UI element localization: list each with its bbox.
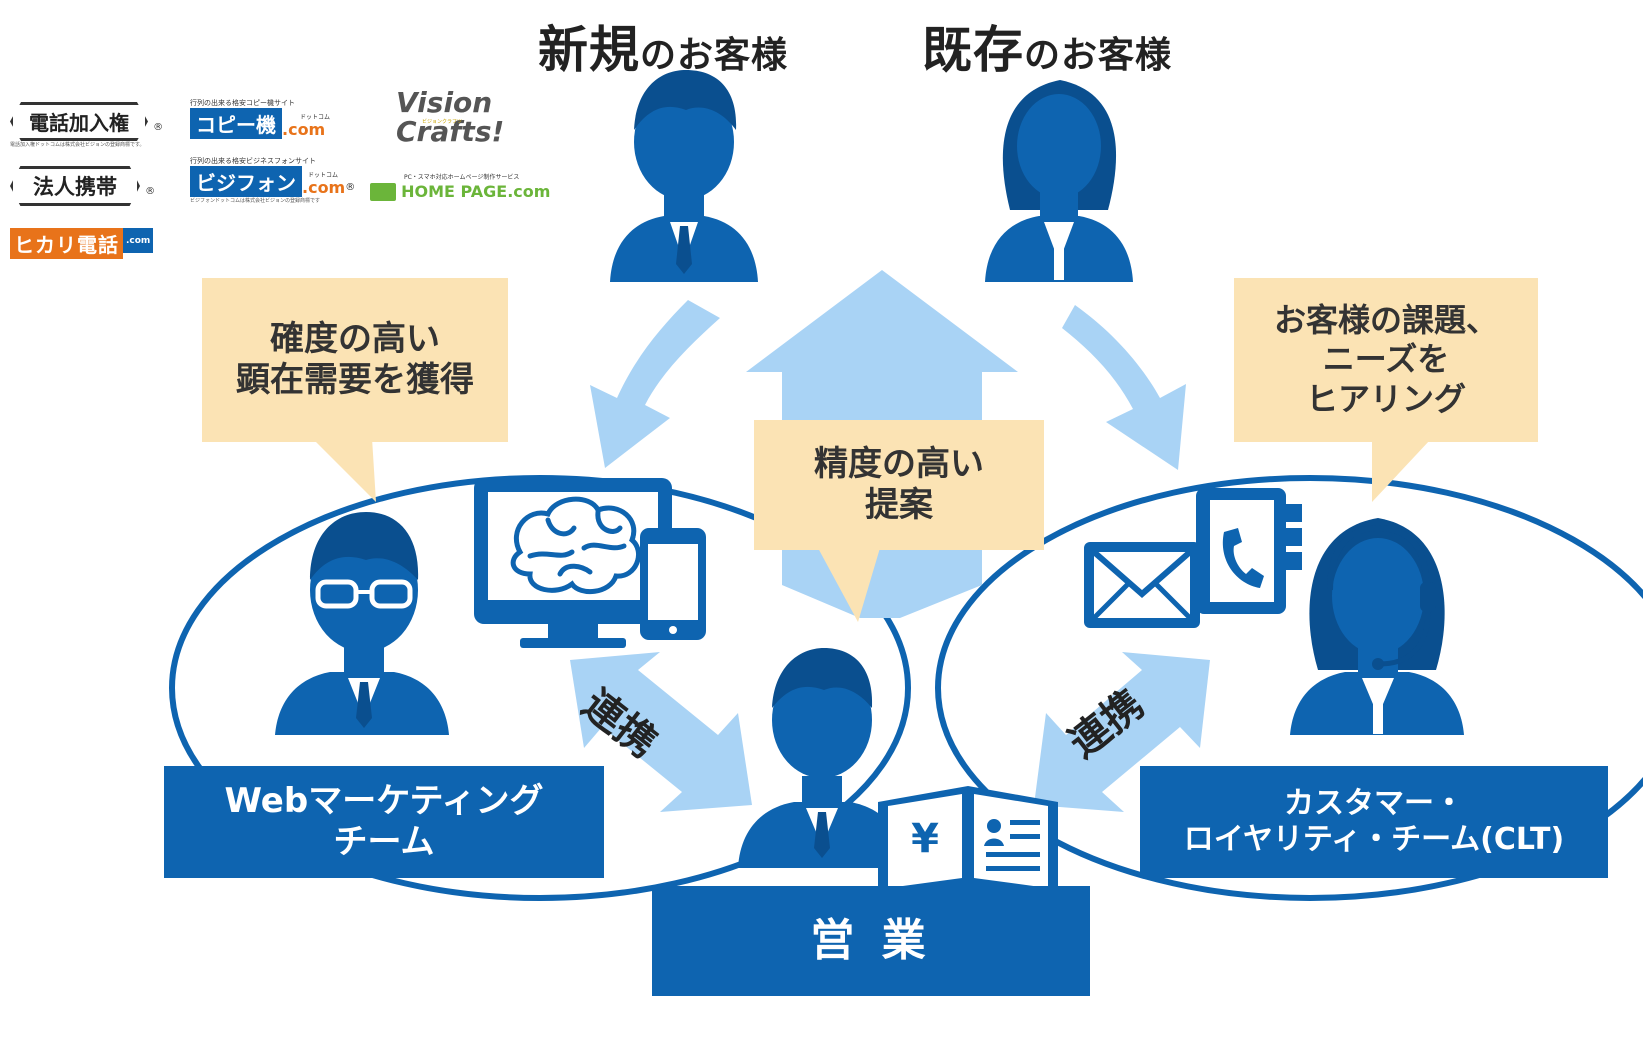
link-arrow-left — [570, 652, 752, 812]
new-customer-person-icon — [610, 70, 758, 282]
houjin-keitai-logo: 法人携帯 ® — [10, 166, 155, 206]
copy-machine-suffix: .com — [282, 120, 326, 139]
existing-customers-main: 既存 — [922, 21, 1024, 79]
monitor-logo-icon — [370, 182, 396, 201]
brain-icon — [510, 496, 642, 594]
bubble-right-line-3: ヒアリング — [1305, 379, 1466, 418]
existing-customer-person-icon — [985, 80, 1133, 282]
clt-team-label: カスタマー・ ロイヤリティ・チーム(CLT) — [1140, 766, 1608, 878]
svg-text:¥: ¥ — [911, 816, 939, 862]
bubble-right: お客様の課題、 ニーズを ヒアリング — [1234, 278, 1538, 442]
link-arrow-right — [1034, 652, 1210, 812]
bubble-center-line-1: 精度の高い — [814, 443, 984, 484]
bizphone-logo: 行列の出来る格安ビジネスフォンサイト ビジフォン.com® ドットコム ビジフォ… — [190, 157, 356, 204]
bubble-tail-left — [312, 438, 376, 502]
web-marketing-line-1: Webマーケティング — [224, 781, 544, 822]
operator-person-icon — [1290, 518, 1464, 735]
hikari-denwa-text: ヒカリ電話 — [10, 228, 123, 259]
open-book-icon: ¥ — [878, 786, 1058, 900]
sales-person-icon — [738, 648, 906, 868]
hikari-denwa-logo: ヒカリ電話.com — [10, 228, 154, 259]
copy-machine-ruby: ドットコム — [300, 114, 331, 121]
sales-text: 営 業 — [810, 914, 932, 966]
bubble-tail-center — [818, 548, 880, 622]
homepage-logo: PC・スマホ対応ホームページ制作サービス HOME PAGE.com — [370, 172, 550, 201]
bubble-center: 精度の高い 提案 — [754, 420, 1044, 550]
curved-arrow-left — [590, 300, 720, 468]
vision-crafts-logo: Vision Crafts! ビジョンクラフツ — [396, 88, 516, 147]
denwa-kanyuken-logo: 電話加入権 ® 電話加入権ドットコムは株式会社ビジョンの登録商標です。 — [10, 102, 163, 148]
existing-customers-title: 既存のお客様 — [922, 10, 1172, 82]
vision-crafts-text: Vision Crafts! — [396, 86, 505, 149]
bizphone-tagline: 行列の出来る格安ビジネスフォンサイト — [190, 157, 316, 165]
bubble-right-line-1: お客様の課題、 — [1273, 301, 1498, 340]
copy-machine-tagline: 行列の出来る格安コピー機サイト — [190, 99, 295, 107]
copy-machine-logo: 行列の出来る格安コピー機サイト コピー機.com ドットコム — [190, 98, 330, 139]
bizphone-ruby: ドットコム — [308, 172, 339, 179]
bubble-center-line-2: 提案 — [865, 485, 933, 525]
copy-machine-text: コピー機 — [190, 108, 282, 139]
sales-label: 営 業 — [652, 886, 1090, 996]
bubble-left-line-1: 確度の高い — [270, 318, 440, 359]
bubble-tail-right — [1372, 440, 1430, 502]
smartphone-icon — [640, 528, 706, 640]
bizphone-suffix: .com — [302, 178, 346, 197]
clt-team-ellipse — [935, 475, 1643, 901]
phone-book-icon — [1196, 488, 1302, 614]
bubble-right-line-2: ニーズを — [1322, 340, 1450, 379]
new-customers-main: 新規 — [538, 21, 640, 79]
new-customers-suffix: のお客様 — [640, 35, 789, 76]
curved-arrow-right — [1062, 305, 1186, 470]
bubble-left-line-2: 顕在需要を獲得 — [236, 360, 474, 400]
bizphone-text: ビジフォン — [190, 166, 302, 197]
bubble-left: 確度の高い 顕在需要を獲得 — [202, 278, 508, 442]
denwa-kanyuken-badge: 電話加入権 — [10, 102, 148, 141]
hikari-denwa-badge: .com — [123, 228, 154, 253]
homepage-text: HOME PAGE.com — [401, 182, 551, 201]
vision-crafts-ruby: ビジョンクラフツ — [422, 119, 463, 125]
bizphone-caption: ビジフォンドットコムは株式会社ビジョンの登録商標です — [190, 198, 321, 204]
web-marketing-team-label: Webマーケティング チーム — [164, 766, 604, 878]
denwa-kanyuken-caption: 電話加入権ドットコムは株式会社ビジョンの登録商標です。 — [10, 142, 145, 148]
web-marketer-person-icon — [275, 512, 449, 735]
homepage-tagline: PC・スマホ対応ホームページ制作サービス — [404, 174, 520, 181]
existing-customers-suffix: のお客様 — [1024, 35, 1173, 76]
clt-line-1: カスタマー・ — [1284, 786, 1464, 821]
envelope-icon — [1084, 542, 1200, 628]
new-customers-title: 新規のお客様 — [538, 10, 788, 82]
houjin-keitai-badge: 法人携帯 — [10, 166, 140, 206]
clt-line-2: ロイヤリティ・チーム(CLT) — [1183, 822, 1565, 857]
web-marketing-line-2: チーム — [333, 822, 435, 862]
